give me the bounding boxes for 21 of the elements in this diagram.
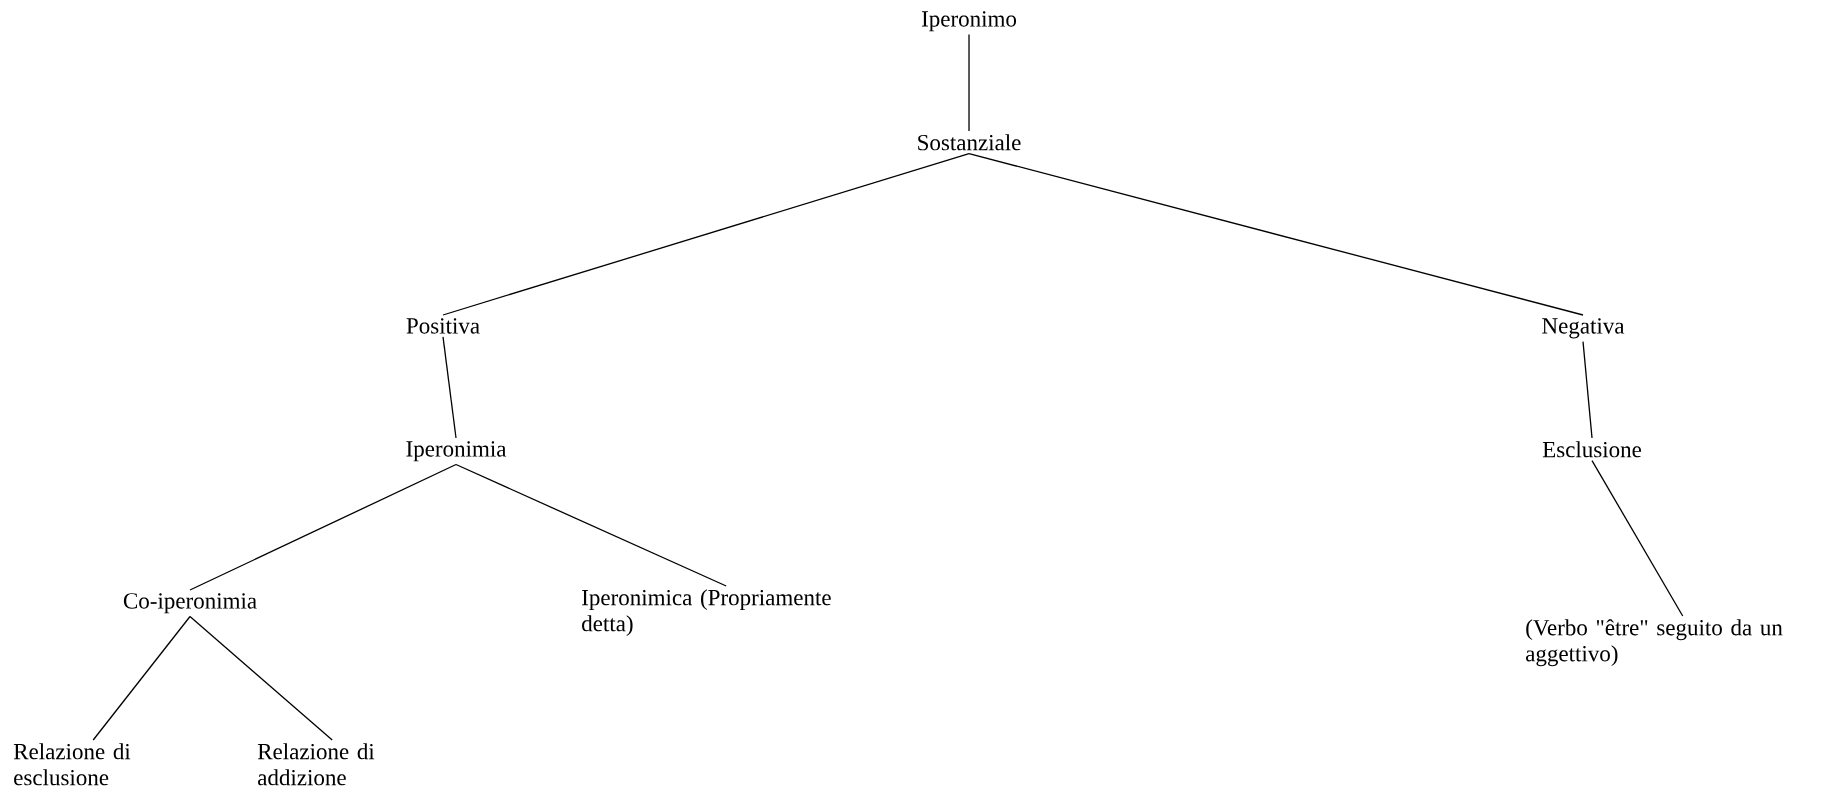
tree-branch bbox=[1582, 340, 1593, 439]
tree-label: Positiva bbox=[406, 318, 480, 334]
tree-label: Co-iperonimia bbox=[123, 593, 257, 614]
tree-label: Iperonimica (Propriamente detta) bbox=[582, 589, 831, 637]
tree-branch bbox=[968, 152, 1584, 316]
tree-branch bbox=[442, 336, 457, 439]
tree-label: Sostanziale bbox=[918, 134, 1021, 151]
tree-branch bbox=[442, 152, 970, 316]
tree-branch bbox=[189, 615, 333, 741]
tree-branch bbox=[92, 615, 191, 741]
tree-label: Iperonimia bbox=[406, 441, 507, 462]
tree-label: Relazione di esclusione bbox=[13, 743, 131, 786]
tree-label: Iperonimo bbox=[921, 11, 1017, 32]
tree-branch bbox=[1591, 459, 1684, 617]
tree-branch bbox=[455, 463, 727, 587]
tree-label: Relazione di addizione bbox=[257, 743, 375, 786]
tree-branch bbox=[189, 463, 457, 591]
tree-label: Negativa bbox=[1542, 318, 1625, 339]
tree-label: (Verbo "être" seguito da un aggettivo) bbox=[1526, 619, 1783, 667]
tree-label: Esclusione bbox=[1542, 441, 1642, 458]
tree-branch bbox=[968, 33, 970, 132]
